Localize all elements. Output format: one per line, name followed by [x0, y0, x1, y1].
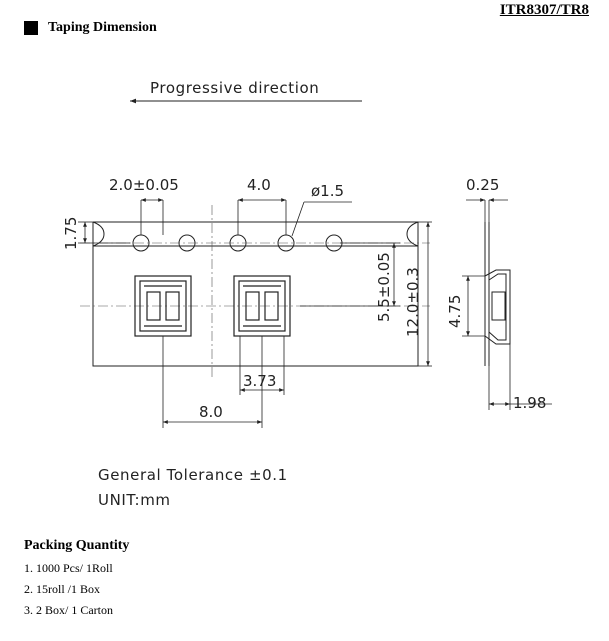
dim-pocket-width: 3.73 — [243, 372, 276, 390]
section-title: Taping Dimension — [48, 20, 157, 35]
dim-profile-height: 1.98 — [513, 394, 546, 412]
tape-side-profile — [484, 222, 511, 366]
dim-hole-dia: ø1.5 — [311, 182, 344, 200]
bullet-square-icon — [24, 21, 38, 35]
dim-tape-thickness: 0.25 — [466, 176, 499, 194]
dim-sprocket-pitch: 4.0 — [247, 176, 271, 194]
dim-pocket-pitch: 8.0 — [199, 403, 223, 421]
dim-hole-diameter-tolerance: 2.0±0.05 — [109, 176, 179, 194]
carrier-tape — [92, 221, 419, 367]
packing-quantity-section: Packing Quantity 1. 1000 Pcs/ 1Roll 2. 1… — [24, 538, 129, 621]
unit-note: UNIT:mm — [98, 491, 171, 509]
dim-tape-width: 12.0±0.3 — [404, 267, 422, 337]
packing-title: Packing Quantity — [24, 538, 130, 553]
general-tolerance-note: General Tolerance ±0.1 — [98, 466, 288, 484]
dim-pocket-depth: 4.75 — [446, 295, 464, 328]
dim-edge-distance: 1.75 — [62, 217, 80, 250]
section-heading: Taping Dimension — [24, 20, 157, 36]
dim-center-offset: 5.5±0.05 — [375, 252, 393, 322]
progressive-direction-label: Progressive direction — [150, 79, 319, 97]
list-item: 1. 1000 Pcs/ 1Roll — [24, 561, 113, 575]
component-pocket-2 — [233, 275, 291, 337]
list-item: 3. 2 Box/ 1 Carton — [24, 603, 113, 617]
document-title: ITR8307/TR8 — [499, 2, 589, 18]
list-item: 2. 15roll /1 Box — [24, 582, 101, 596]
